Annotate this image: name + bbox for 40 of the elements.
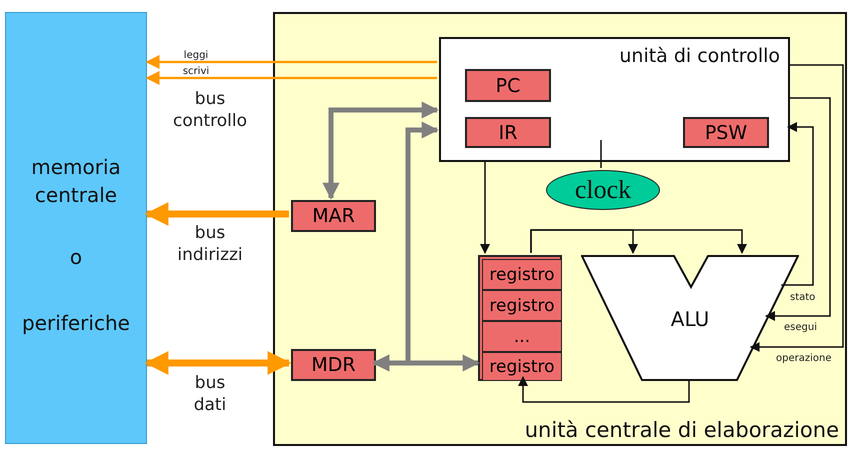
bus-label: bus indirizzi bbox=[176, 222, 244, 266]
arrow bbox=[322, 102, 439, 200]
register-box: MDR bbox=[291, 349, 376, 381]
arrow bbox=[765, 97, 831, 321]
cpu-panel bbox=[273, 12, 847, 446]
memory-label: periferiche bbox=[21, 310, 131, 337]
arrow bbox=[146, 71, 437, 85]
arrow bbox=[781, 122, 814, 286]
bus-label: bus controllo bbox=[172, 88, 248, 132]
register-cell: registro bbox=[482, 290, 562, 321]
memory-label: memoria centrale bbox=[30, 154, 122, 209]
connector-line bbox=[600, 160, 602, 168]
memory-label: o bbox=[68, 244, 84, 271]
register-box: PC bbox=[465, 69, 551, 102]
edge-label: scrivi bbox=[182, 66, 210, 77]
control-unit-box bbox=[439, 37, 790, 162]
clock-ellipse: clock bbox=[546, 170, 660, 210]
arrow bbox=[372, 354, 480, 372]
arrow bbox=[530, 229, 747, 254]
register-cell: registro bbox=[482, 259, 562, 290]
edge-label: leggi bbox=[184, 50, 208, 61]
arrow bbox=[750, 64, 844, 352]
cpu-title: unità centrale di elaborazione bbox=[524, 418, 839, 442]
arrow bbox=[144, 202, 289, 226]
arrow bbox=[144, 351, 292, 375]
register-box: MAR bbox=[291, 200, 376, 232]
arrow bbox=[480, 160, 490, 254]
register-box: IR bbox=[465, 117, 551, 148]
arrow bbox=[146, 55, 437, 69]
arrow bbox=[518, 376, 690, 403]
register-stack bbox=[478, 255, 562, 381]
register-cell: ... bbox=[482, 321, 562, 352]
register-box: PSW bbox=[683, 117, 769, 148]
register-cell: registro bbox=[482, 352, 562, 381]
memory-block bbox=[5, 12, 147, 444]
edge-label: stato bbox=[790, 292, 816, 303]
control-unit-title: unità di controllo bbox=[619, 45, 780, 67]
edge-label: operazione bbox=[776, 353, 832, 364]
bus-label: bus dati bbox=[192, 372, 228, 416]
edge-label: esegui bbox=[784, 322, 817, 333]
